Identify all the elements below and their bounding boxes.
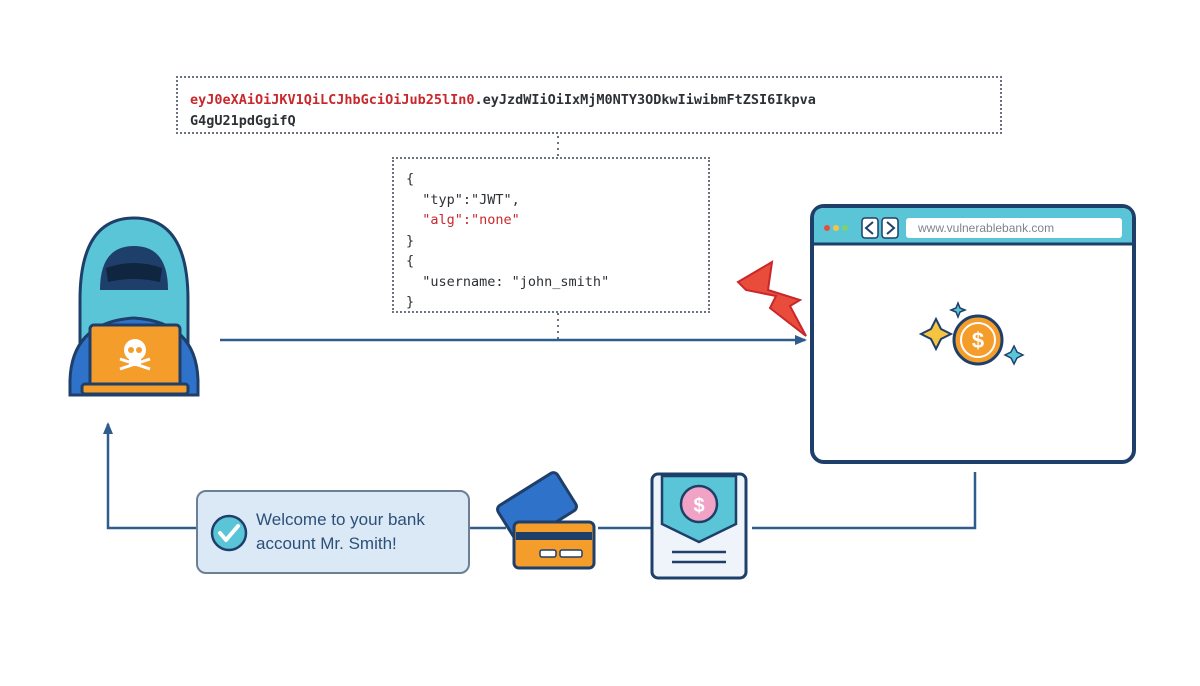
decoded-jwt-box: { "typ":"JWT", "alg":"none"} { "username:… xyxy=(392,157,710,313)
jwt-header-part: eyJ0eXAiOiJKV1QiLCJhbGciOiJub25lIn0 xyxy=(190,92,475,108)
encoded-jwt-box: eyJ0eXAiOiJKV1QiLCJhbGciOiJub25lIn0.eyJz… xyxy=(176,76,1002,134)
svg-text:$: $ xyxy=(972,328,984,353)
json-brace-close-2: } xyxy=(406,294,415,310)
json-brace-close: } xyxy=(406,232,415,249)
json-username-line: "username: "john_smith" xyxy=(406,273,610,290)
dollar-document-icon: $ xyxy=(650,472,748,580)
hacker-icon xyxy=(68,216,200,397)
dollar-coin-icon: $ xyxy=(918,300,1025,366)
url-bar[interactable] xyxy=(906,218,1122,238)
lightning-icon xyxy=(736,260,807,337)
credit-card-icon xyxy=(496,471,596,570)
browser-url: www.vulnerablebank.com xyxy=(918,221,1055,235)
back-button[interactable] xyxy=(861,217,879,239)
svg-text:$: $ xyxy=(693,495,704,517)
response-arrow-to-attacker xyxy=(103,422,196,530)
jwt-payload-part: .eyJzdWIiOiIxMjM0NTY3ODkwIiwibmFtZSI6Ikp… xyxy=(474,92,816,108)
welcome-message-text: Welcome to your bank account Mr. Smith! xyxy=(256,510,425,553)
response-path-browser xyxy=(752,472,977,530)
json-alg-line: "alg":"none" xyxy=(406,212,520,228)
skull-icon xyxy=(119,339,151,371)
json-brace-open: { xyxy=(406,171,415,187)
json-typ-line: "typ":"JWT", xyxy=(406,191,520,208)
checkmark-icon xyxy=(210,514,248,552)
welcome-message-box: Welcome to your bank account Mr. Smith! xyxy=(196,490,470,574)
json-brace-open-2: { xyxy=(406,253,415,269)
jwt-payload-part-2: G4gU21pdGgifQ xyxy=(190,113,296,129)
forward-button[interactable] xyxy=(881,217,899,239)
